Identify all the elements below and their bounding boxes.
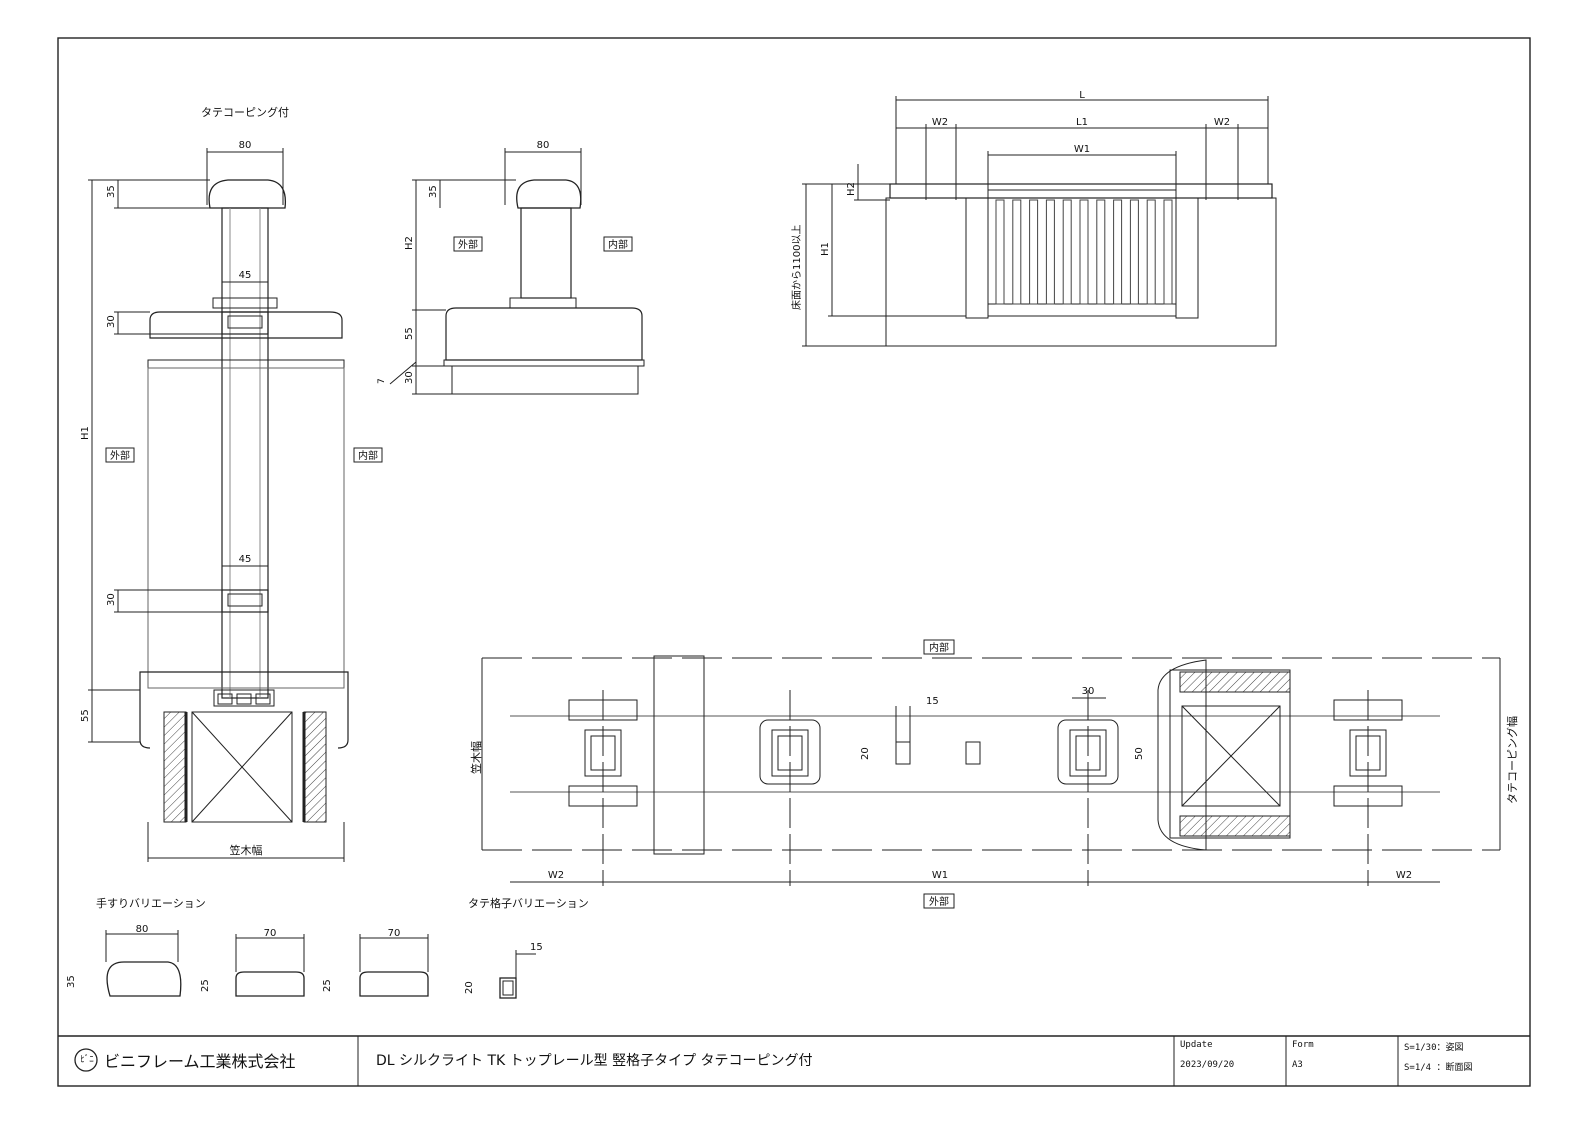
baluster bbox=[1062, 199, 1072, 305]
var1-dim-35: 35 bbox=[66, 975, 77, 988]
dim-W1-top: W1 bbox=[1074, 144, 1090, 155]
dim-L: L bbox=[1079, 90, 1085, 101]
form-value: A3 bbox=[1292, 1060, 1303, 1070]
dim-30-lower: 30 bbox=[106, 593, 117, 606]
company-mark: ﾋﾞﾆ bbox=[80, 1055, 94, 1065]
baluster bbox=[1129, 199, 1139, 305]
form-label: Form bbox=[1292, 1040, 1314, 1050]
baluster bbox=[1029, 199, 1039, 305]
sheet-border bbox=[57, 37, 1531, 1087]
baluster-dim-20: 20 bbox=[464, 981, 475, 994]
floor-height-label: 床面から1100以上 bbox=[790, 225, 803, 310]
baluster-variation-heading: タテ格子バリエーション bbox=[468, 896, 589, 910]
dim-45-lower: 45 bbox=[239, 554, 252, 565]
inside-label-plan: 内部 bbox=[929, 641, 949, 654]
baluster bbox=[1146, 199, 1156, 305]
company-name: ビニフレーム工業株式会社 bbox=[104, 1052, 296, 1071]
dim-W2-plan-left: W2 bbox=[548, 870, 564, 881]
inside-label-left: 内部 bbox=[358, 449, 378, 462]
baluster bbox=[1012, 199, 1022, 305]
dim-W2-top-left: W2 bbox=[932, 117, 948, 128]
baluster bbox=[995, 199, 1005, 305]
var3-dim-70: 70 bbox=[388, 928, 401, 939]
dim-30-small: 30 bbox=[404, 371, 415, 384]
scale-elevation: S=1/30：姿図 bbox=[1404, 1043, 1464, 1053]
plan-view: 15 20 30 50 W2 W1 W2 内部 外部 笠木幅 タテコーピング幅 bbox=[469, 639, 1519, 909]
baluster bbox=[1113, 199, 1123, 305]
baluster bbox=[1079, 199, 1089, 305]
dim-cap-80: 80 bbox=[239, 140, 252, 151]
outside-label-plan: 外部 bbox=[929, 895, 949, 908]
dim-H2-small: H2 bbox=[404, 236, 415, 250]
baluster-dim-15: 15 bbox=[530, 942, 543, 953]
update-label: Update bbox=[1180, 1040, 1213, 1050]
elevation-view: L W2 L1 W2 W1 床面から1100以上 H1 H2 bbox=[790, 90, 1277, 347]
baluster bbox=[1096, 199, 1106, 305]
inside-label-small: 内部 bbox=[608, 238, 628, 251]
dim-7-small: 7 bbox=[377, 378, 387, 384]
dim-35-small: 35 bbox=[428, 185, 439, 198]
var2-dim-70: 70 bbox=[264, 928, 277, 939]
dim-H1-left: H1 bbox=[80, 426, 91, 440]
baluster bbox=[1163, 199, 1173, 305]
dim-55-small: 55 bbox=[404, 327, 415, 340]
update-date: 2023/09/20 bbox=[1180, 1060, 1235, 1070]
section-view-small: 80 H2 35 55 30 7 外部 内部 bbox=[377, 140, 645, 395]
dim-30-upper: 30 bbox=[106, 315, 117, 328]
dim-15-plan: 15 bbox=[926, 696, 939, 707]
tate-coping-heading: タテコーピング付 bbox=[201, 105, 289, 119]
dim-W2-plan-right: W2 bbox=[1396, 870, 1412, 881]
dim-small-80: 80 bbox=[537, 140, 550, 151]
var2-dim-25: 25 bbox=[200, 979, 211, 992]
scale-section: S=1/4 ：断面図 bbox=[1404, 1063, 1473, 1073]
kasagi-width-label-plan: 笠木幅 bbox=[469, 741, 483, 774]
dim-L1: L1 bbox=[1076, 117, 1088, 128]
outside-label-small: 外部 bbox=[458, 238, 478, 251]
dim-W1-plan: W1 bbox=[932, 870, 948, 881]
company-logo-icon bbox=[74, 1048, 98, 1072]
baluster-group bbox=[995, 199, 1173, 305]
product-title: DL シルクライト TK トップレール型 竪格子タイプ タテコーピング付 bbox=[376, 1053, 813, 1069]
dim-20-plan: 20 bbox=[860, 747, 871, 760]
dim-H2-elev: H2 bbox=[846, 182, 857, 196]
dim-55-left: 55 bbox=[80, 709, 91, 722]
dim-45-upper: 45 bbox=[239, 270, 252, 281]
section-view-main: タテコーピング付 80 45 45 bbox=[80, 105, 383, 862]
var3-dim-25: 25 bbox=[322, 979, 333, 992]
dim-35-left: 35 bbox=[106, 185, 117, 198]
kasagi-width-label-left: 笠木幅 bbox=[230, 843, 263, 857]
baluster-variations: タテ格子バリエーション 15 20 bbox=[464, 896, 589, 999]
var1-dim-80: 80 bbox=[136, 924, 149, 935]
outside-label-left: 外部 bbox=[110, 449, 130, 462]
handrail-variations: 手すりバリエーション 80 35 70 25 70 25 bbox=[66, 896, 429, 997]
handrail-variation-heading: 手すりバリエーション bbox=[96, 896, 206, 910]
tate-coping-width-label: タテコーピング幅 bbox=[1505, 716, 1519, 804]
baluster bbox=[1045, 199, 1055, 305]
dim-H1-elev: H1 bbox=[820, 242, 831, 256]
dim-50-plan: 50 bbox=[1134, 747, 1145, 760]
dim-W2-top-right: W2 bbox=[1214, 117, 1230, 128]
